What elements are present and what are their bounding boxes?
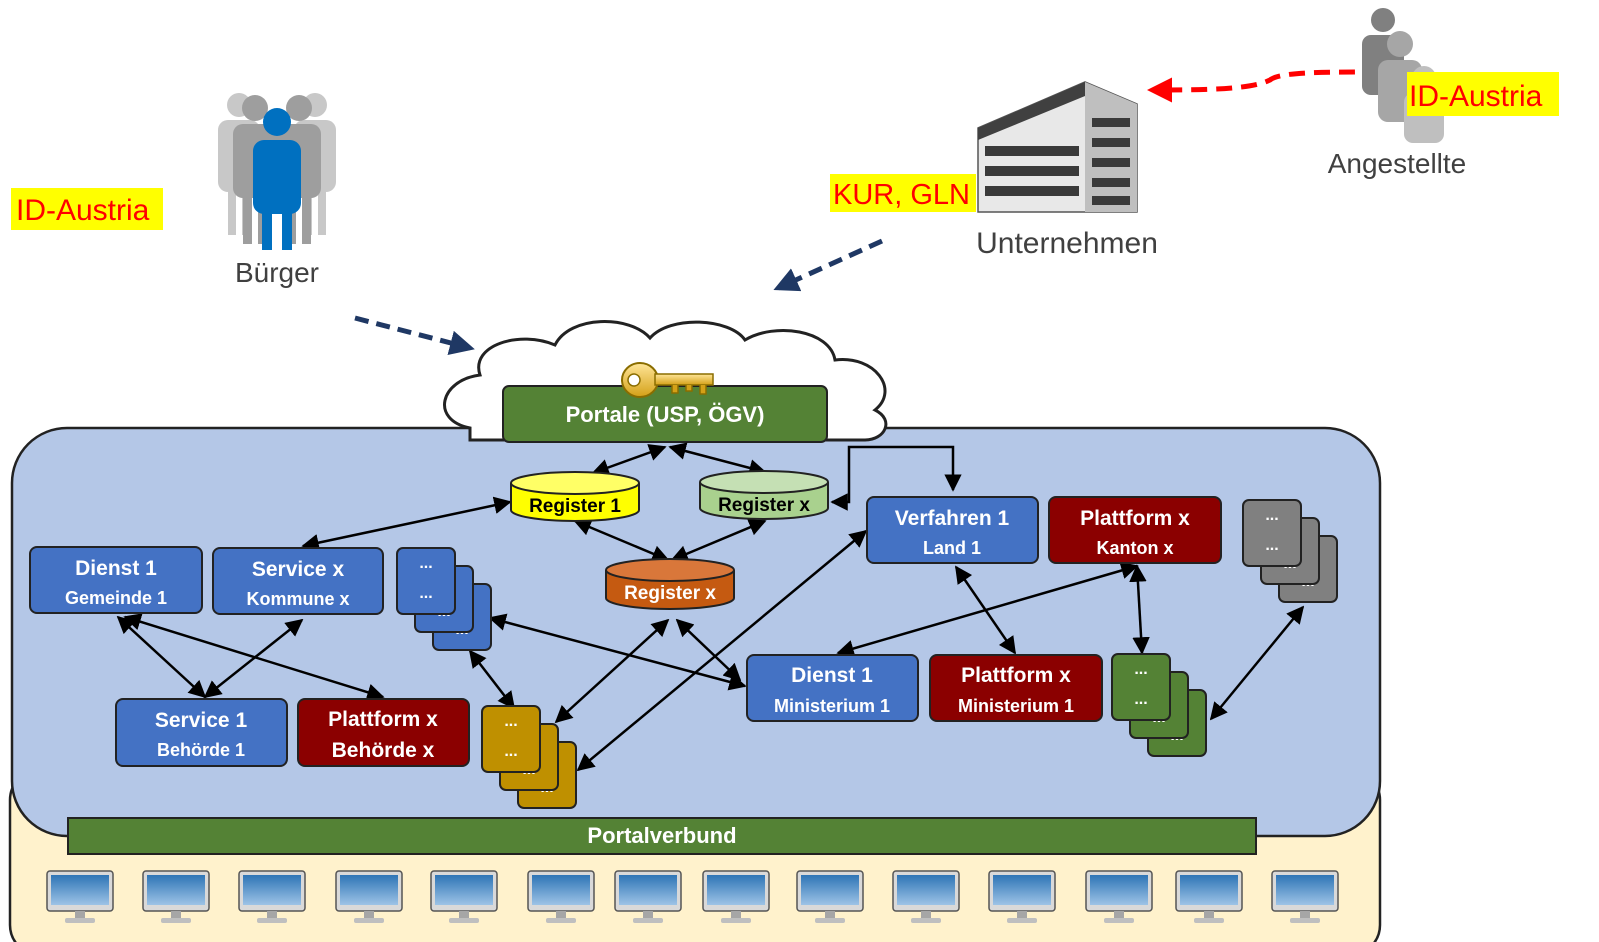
plattform-ministerium-title: Plattform x — [961, 664, 1071, 687]
ellipsis-text: ... — [419, 585, 432, 602]
ellipsis-text: ... — [1265, 537, 1278, 554]
verfahren-land-box: Verfahren 1 Land 1 — [866, 496, 1039, 564]
client-monitors — [46, 870, 1339, 923]
buerger-icon — [218, 93, 336, 250]
dienst-gemeinde-box: Dienst 1 Gemeinde 1 — [29, 546, 203, 614]
dashed-arrow-buerger — [354, 315, 475, 356]
service-behoerde-title: Service 1 — [155, 709, 248, 732]
dienst-gemeinde-sub: Gemeinde 1 — [65, 588, 167, 608]
dienst-ministerium-sub: Ministerium 1 — [774, 696, 890, 716]
network-area — [10, 426, 1382, 838]
stack-card — [481, 705, 541, 773]
plattform-ministerium-box: Plattform x Ministerium 1 — [929, 654, 1103, 722]
stack-blue: .................. — [396, 547, 492, 651]
stack-grey: .................. — [1242, 499, 1338, 603]
plattform-kanton-sub: Kanton x — [1096, 538, 1173, 558]
dienst-gemeinde-title: Dienst 1 — [75, 557, 157, 580]
angestellte-id-highlight: ID-Austria — [1407, 72, 1559, 116]
angestellte-id-label: ID-Austria — [1409, 80, 1543, 113]
register-1-label: Register 1 — [529, 496, 621, 517]
service-kommune-sub: Kommune x — [246, 589, 349, 609]
service-kommune-box: Service x Kommune x — [212, 547, 384, 615]
stack-card — [396, 547, 456, 615]
ellipsis-text: ... — [1134, 661, 1147, 678]
plattform-behoerde-box: Plattform x Behörde x — [297, 698, 470, 767]
ellipsis-text: ... — [419, 555, 432, 572]
register-x-green: Register x — [699, 470, 829, 520]
dashed-arrow-angestellte — [1147, 69, 1381, 103]
unternehmen-id-label: KUR, GLN — [833, 179, 970, 211]
unternehmen-label: Unternehmen — [976, 227, 1158, 260]
verfahren-land-title: Verfahren 1 — [895, 507, 1010, 530]
portale-box: Portale (USP, ÖGV) — [502, 385, 828, 443]
building-icon — [977, 81, 1138, 213]
ellipsis-text: ... — [504, 743, 517, 760]
unternehmen-id-highlight: KUR, GLN — [830, 174, 976, 212]
service-kommune-title: Service x — [252, 558, 345, 581]
stack-gold: .................. — [481, 705, 577, 809]
stack-card — [1242, 499, 1302, 567]
register-x-orange-label: Register x — [624, 583, 716, 604]
angestellte-label: Angestellte — [1328, 148, 1467, 179]
service-behoerde-sub: Behörde 1 — [157, 740, 245, 760]
portalverbund-label: Portalverbund — [587, 823, 736, 848]
connections — [116, 442, 1305, 772]
register-x-orange: Register x — [605, 558, 735, 610]
register-1: Register 1 — [510, 471, 640, 522]
portale-label: Portale (USP, ÖGV) — [566, 402, 765, 427]
ellipsis-text: ... — [504, 713, 517, 730]
plattform-kanton-title: Plattform x — [1080, 507, 1190, 530]
stack-green: .................. — [1111, 653, 1207, 757]
dienst-ministerium-box: Dienst 1 Ministerium 1 — [746, 654, 919, 722]
service-behoerde-box: Service 1 Behörde 1 — [115, 698, 288, 767]
register-x-green-label: Register x — [718, 495, 810, 516]
buerger-id-label: ID-Austria — [16, 194, 150, 227]
dienst-ministerium-title: Dienst 1 — [791, 664, 873, 687]
dashed-arrow-unternehmen — [773, 238, 884, 292]
plattform-ministerium-sub: Ministerium 1 — [958, 696, 1074, 716]
key-icon — [621, 362, 714, 398]
plattform-behoerde-title: Plattform x — [328, 708, 438, 731]
buerger-id-highlight: ID-Austria — [11, 188, 163, 230]
plattform-kanton-box: Plattform x Kanton x — [1048, 496, 1222, 564]
ellipsis-text: ... — [1265, 507, 1278, 524]
ellipsis-text: ... — [1134, 691, 1147, 708]
plattform-behoerde-sub: Behörde x — [332, 739, 435, 762]
stack-card — [1111, 653, 1171, 721]
buerger-label: Bürger — [235, 257, 319, 288]
portalverbund-bar: Portalverbund — [67, 817, 1257, 855]
verfahren-land-sub: Land 1 — [923, 538, 981, 558]
